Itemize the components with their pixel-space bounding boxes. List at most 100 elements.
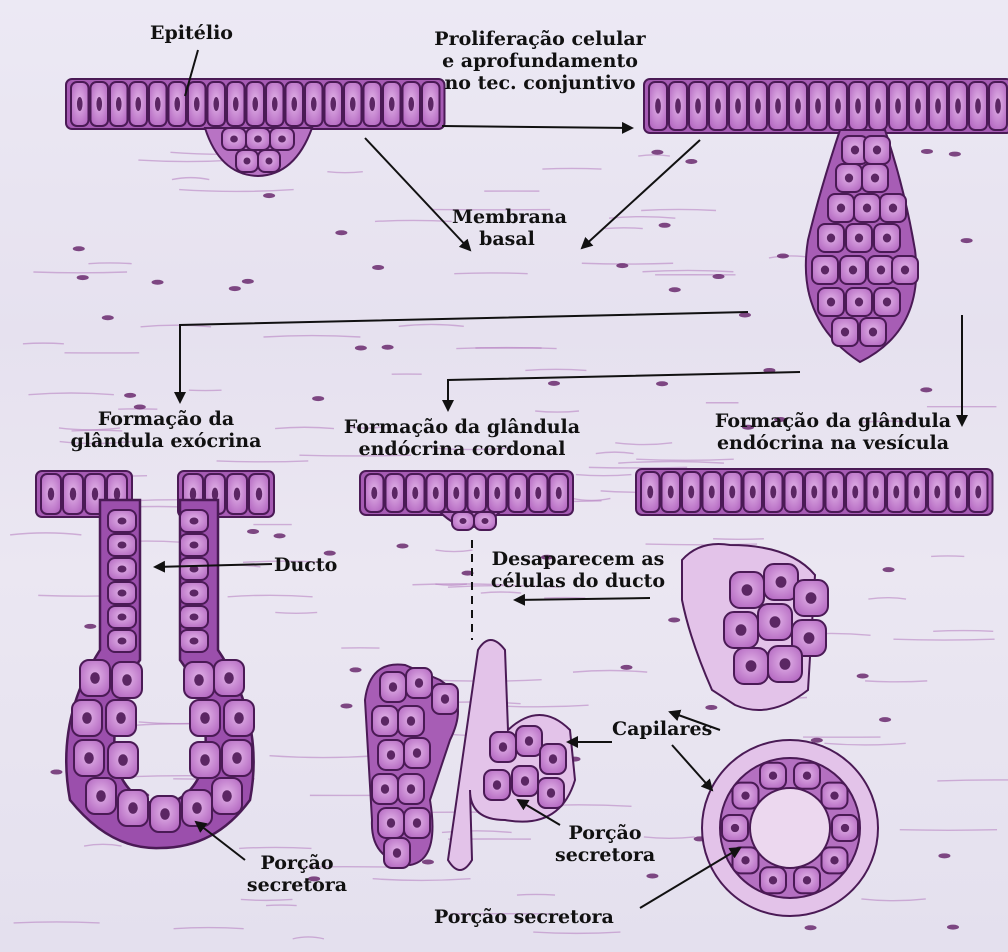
label-desaparecem: Desaparecem as células do ducto bbox=[478, 548, 678, 592]
cell-nucleus bbox=[408, 97, 414, 111]
cell-nucleus bbox=[893, 486, 899, 499]
fibroblast-nucleus bbox=[229, 286, 241, 291]
label-cordonal-line1: Formação da glândula bbox=[328, 416, 596, 438]
cell-nucleus bbox=[556, 487, 562, 499]
cell-nucleus bbox=[118, 589, 127, 596]
proliferation-arrow bbox=[442, 126, 632, 128]
cell-nucleus bbox=[934, 486, 940, 499]
exocrine-gland bbox=[36, 471, 274, 848]
cell-nucleus bbox=[459, 518, 466, 524]
tissue-fiber bbox=[10, 533, 81, 535]
cell-nucleus bbox=[371, 487, 377, 499]
label-porcao-cordonal: Porção secretora bbox=[555, 822, 655, 866]
label-cordonal-title: Formação da glândula endócrina cordonal bbox=[328, 416, 596, 460]
cell-nucleus bbox=[668, 486, 674, 499]
cell-nucleus bbox=[122, 674, 132, 686]
label-cordonal-line2: endócrina cordonal bbox=[328, 438, 596, 460]
cell-nucleus bbox=[254, 135, 262, 142]
cell-nucleus bbox=[252, 97, 258, 111]
fibroblast-nucleus bbox=[739, 312, 751, 317]
label-porcao-exocrina: Porção secretora bbox=[242, 852, 352, 896]
cell-nucleus bbox=[174, 97, 180, 111]
cell-nucleus bbox=[849, 266, 857, 275]
fibroblast-nucleus bbox=[372, 265, 384, 270]
cell-nucleus bbox=[441, 694, 449, 704]
tissue-fiber bbox=[228, 595, 313, 597]
cell-nucleus bbox=[190, 613, 199, 620]
cell-nucleus bbox=[795, 98, 801, 113]
tissue-fiber bbox=[174, 928, 244, 929]
tissue-fiber bbox=[375, 220, 452, 221]
cell-nucleus bbox=[474, 487, 480, 499]
fibroblast-nucleus bbox=[335, 230, 347, 235]
fibroblast-nucleus bbox=[879, 717, 891, 722]
tissue-fiber bbox=[641, 209, 716, 210]
cell-nucleus bbox=[883, 234, 891, 243]
cell-nucleus bbox=[96, 97, 102, 111]
fibroblast-nucleus bbox=[548, 381, 560, 386]
cell-nucleus bbox=[806, 592, 817, 604]
cell-nucleus bbox=[407, 784, 415, 794]
fibroblast-nucleus bbox=[274, 533, 286, 538]
cell-nucleus bbox=[453, 487, 459, 499]
label-proliferacao-line2: e aprofundamento bbox=[422, 50, 658, 72]
cell-nucleus bbox=[935, 98, 941, 113]
cell-nucleus bbox=[776, 576, 787, 588]
fibroblast-nucleus bbox=[312, 396, 324, 401]
cell-nucleus bbox=[90, 672, 100, 684]
tissue-fiber bbox=[525, 369, 586, 370]
cell-nucleus bbox=[114, 488, 120, 501]
to-cordonal-arrow bbox=[448, 372, 800, 410]
tissue-fiber bbox=[589, 467, 687, 468]
cell-nucleus bbox=[547, 788, 555, 798]
tissue-fiber bbox=[263, 336, 360, 337]
cell-nucleus bbox=[735, 98, 741, 113]
cell-nucleus bbox=[234, 488, 240, 501]
cell-nucleus bbox=[494, 487, 500, 499]
cell-nucleus bbox=[381, 784, 389, 794]
tissue-fiber bbox=[239, 847, 311, 848]
tissue-fiber bbox=[275, 612, 317, 613]
cell-nucleus bbox=[827, 234, 835, 243]
cell-nucleus bbox=[190, 488, 196, 501]
cell-nucleus bbox=[194, 674, 204, 686]
fibroblast-nucleus bbox=[247, 529, 259, 534]
cell-nucleus bbox=[84, 752, 94, 764]
tissue-fiber bbox=[535, 411, 579, 412]
cell-nucleus bbox=[381, 716, 389, 726]
tissue-fiber bbox=[605, 228, 643, 229]
cell-nucleus bbox=[746, 660, 757, 672]
cell-nucleus bbox=[883, 298, 891, 307]
cell-nucleus bbox=[233, 97, 239, 111]
cordonal-gland bbox=[360, 471, 575, 870]
cell-nucleus bbox=[96, 790, 106, 802]
label-vesicula-line2: endócrina na vesícula bbox=[698, 432, 968, 454]
vesicle-lumen bbox=[750, 788, 830, 868]
tissue-fiber bbox=[454, 273, 527, 274]
fibroblast-nucleus bbox=[152, 280, 164, 285]
cell-nucleus bbox=[647, 486, 653, 499]
tissue-fiber bbox=[824, 743, 905, 745]
cell-nucleus bbox=[82, 712, 92, 724]
tissue-fiber bbox=[542, 168, 601, 169]
tissue-fiber bbox=[937, 780, 1008, 781]
fibroblast-nucleus bbox=[350, 667, 362, 672]
fibroblast-nucleus bbox=[651, 150, 663, 155]
tissue-fiber bbox=[84, 844, 121, 846]
cell-nucleus bbox=[278, 135, 286, 142]
vesicular-gland bbox=[636, 469, 993, 916]
cell-nucleus bbox=[975, 98, 981, 113]
cell-nucleus bbox=[222, 790, 232, 802]
tissue-fiber bbox=[618, 462, 724, 464]
cell-nucleus bbox=[77, 97, 83, 111]
cell-nucleus bbox=[415, 678, 423, 688]
cell-nucleus bbox=[515, 487, 521, 499]
cell-nucleus bbox=[200, 754, 210, 766]
cell-nucleus bbox=[742, 584, 753, 596]
cell-nucleus bbox=[535, 487, 541, 499]
tissue-fiber bbox=[638, 155, 670, 156]
cell-nucleus bbox=[70, 488, 76, 501]
cell-nucleus bbox=[755, 98, 761, 113]
cell-nucleus bbox=[695, 98, 701, 113]
tissue-fiber bbox=[615, 443, 672, 445]
